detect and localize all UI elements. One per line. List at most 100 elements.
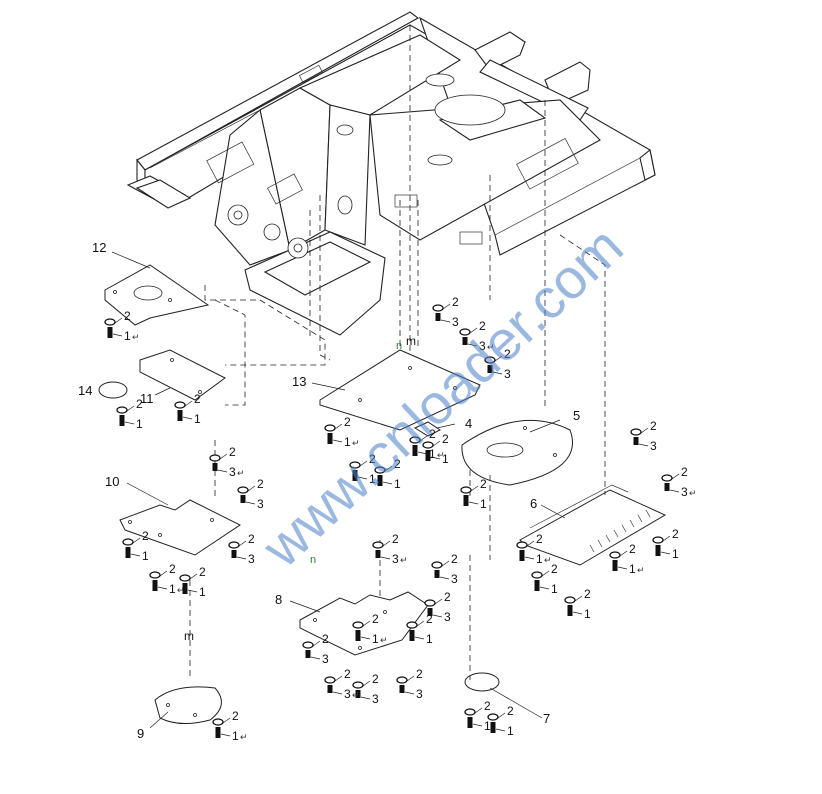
fastener-label-washer: 2 bbox=[229, 445, 236, 459]
washer-icon bbox=[116, 406, 128, 414]
fastener-label-washer: 2 bbox=[507, 704, 514, 718]
fastener-leader bbox=[470, 485, 479, 492]
fastener-stack bbox=[396, 676, 408, 693]
fastener-leader bbox=[112, 333, 123, 337]
washer-icon bbox=[432, 304, 444, 312]
washer-icon bbox=[374, 466, 386, 474]
bolt-icon bbox=[519, 550, 525, 561]
washer-icon bbox=[179, 574, 191, 582]
leader-lines bbox=[111, 251, 566, 729]
fastener-leader bbox=[497, 712, 506, 719]
plate-13 bbox=[319, 349, 481, 431]
bolt-icon bbox=[125, 547, 131, 558]
return-mark: ↵ bbox=[237, 468, 245, 478]
bolt-icon bbox=[377, 475, 383, 486]
fastener-leader bbox=[539, 586, 550, 590]
fastener-leader bbox=[494, 355, 503, 362]
fastener-leader bbox=[619, 550, 628, 557]
fastener-label-nut: 3 bbox=[322, 652, 329, 666]
slot-row bbox=[589, 509, 651, 553]
fastener-leader bbox=[334, 675, 343, 682]
fastener-label-washer: 2 bbox=[369, 452, 376, 466]
fastener-leader bbox=[492, 371, 503, 375]
plate-8 bbox=[299, 591, 429, 656]
fastener-leader bbox=[441, 560, 450, 567]
fastener-stack bbox=[116, 406, 128, 426]
fastener-stack bbox=[302, 641, 314, 658]
fastener-stack bbox=[652, 536, 664, 556]
fastener-label-washer: 2 bbox=[504, 347, 511, 361]
fastener-leader bbox=[334, 423, 343, 430]
bolt-icon bbox=[463, 495, 469, 506]
nut-icon bbox=[487, 365, 493, 373]
nut-icon bbox=[427, 608, 433, 616]
fastener-leader bbox=[417, 451, 428, 455]
fastener-leader bbox=[467, 343, 478, 347]
callout-5: 5 bbox=[573, 408, 580, 423]
fastener-label-washer: 2 bbox=[136, 397, 143, 411]
fastener-label-washer: 2 bbox=[372, 612, 379, 626]
fastener-stack bbox=[149, 571, 161, 591]
fastener-label-nut: 3 bbox=[344, 687, 351, 701]
fastener-label-nut: 3 bbox=[444, 610, 451, 624]
bolt-icon bbox=[412, 445, 418, 456]
fastener-label-bolt: 1 bbox=[584, 607, 591, 621]
fastener-label-bolt: 1 bbox=[629, 562, 636, 576]
fastener-leader bbox=[362, 680, 371, 687]
fastener-label-washer: 2 bbox=[199, 565, 206, 579]
fastener-leader bbox=[130, 553, 141, 557]
fastener-label-bolt: 1 bbox=[136, 417, 143, 431]
fastener-leader bbox=[495, 728, 506, 732]
washer-icon bbox=[431, 561, 443, 569]
fastener-stack bbox=[352, 621, 364, 641]
bolt-icon bbox=[182, 583, 188, 594]
callout-8: 8 bbox=[275, 592, 282, 607]
fastener-label-washer: 2 bbox=[479, 319, 486, 333]
fastener-label-bolt: 1 bbox=[536, 552, 543, 566]
bolt-icon bbox=[177, 410, 183, 421]
fastener-leader bbox=[638, 443, 649, 447]
fastener-leader bbox=[432, 614, 443, 618]
bolt-icon bbox=[467, 717, 473, 728]
fastener-label-washer: 2 bbox=[426, 612, 433, 626]
washer-icon bbox=[324, 676, 336, 684]
washer-icon bbox=[209, 454, 221, 462]
washer-icon bbox=[484, 356, 496, 364]
washer-icon bbox=[652, 536, 664, 544]
fastener-label-bolt: 1 bbox=[551, 582, 558, 596]
fastener-label-nut: 3 bbox=[452, 315, 459, 329]
fastener-label-washer: 2 bbox=[232, 709, 239, 723]
fastener-leader bbox=[671, 473, 680, 480]
fastener-label-washer: 2 bbox=[429, 427, 436, 441]
fastener-label-washer: 2 bbox=[484, 699, 491, 713]
washer-icon bbox=[531, 571, 543, 579]
fastener-leader bbox=[247, 485, 256, 492]
nut-icon bbox=[305, 650, 311, 658]
fastener-label-washer: 2 bbox=[629, 542, 636, 556]
nut-icon bbox=[462, 337, 468, 345]
fastener-label-washer: 2 bbox=[444, 590, 451, 604]
fastener-leader bbox=[468, 501, 479, 505]
fastener-leader bbox=[669, 489, 680, 493]
fastener-leader bbox=[360, 696, 371, 700]
fastener-label-bolt: 1 bbox=[199, 585, 206, 599]
fastener-stack bbox=[179, 574, 191, 594]
fastener-stack bbox=[122, 538, 134, 558]
fastener-stacks bbox=[104, 304, 673, 738]
fastener-label-washer: 2 bbox=[681, 465, 688, 479]
fastener-stack bbox=[409, 436, 421, 456]
callout-6: 6 bbox=[530, 496, 537, 511]
fastener-leader bbox=[359, 460, 368, 467]
fastener-label-washer: 2 bbox=[536, 532, 543, 546]
washer-icon bbox=[122, 538, 134, 546]
washer-icon bbox=[464, 708, 476, 716]
nut-icon bbox=[212, 463, 218, 471]
washer-icon bbox=[661, 474, 673, 482]
fastener-label-bolt: 1 bbox=[426, 632, 433, 646]
bolt-icon bbox=[107, 327, 113, 338]
return-mark: ↵ bbox=[177, 585, 185, 595]
callout-13: 13 bbox=[292, 374, 306, 389]
fastener-leader bbox=[222, 717, 231, 724]
bolt-icon bbox=[567, 605, 573, 616]
cover-5 bbox=[461, 419, 573, 486]
